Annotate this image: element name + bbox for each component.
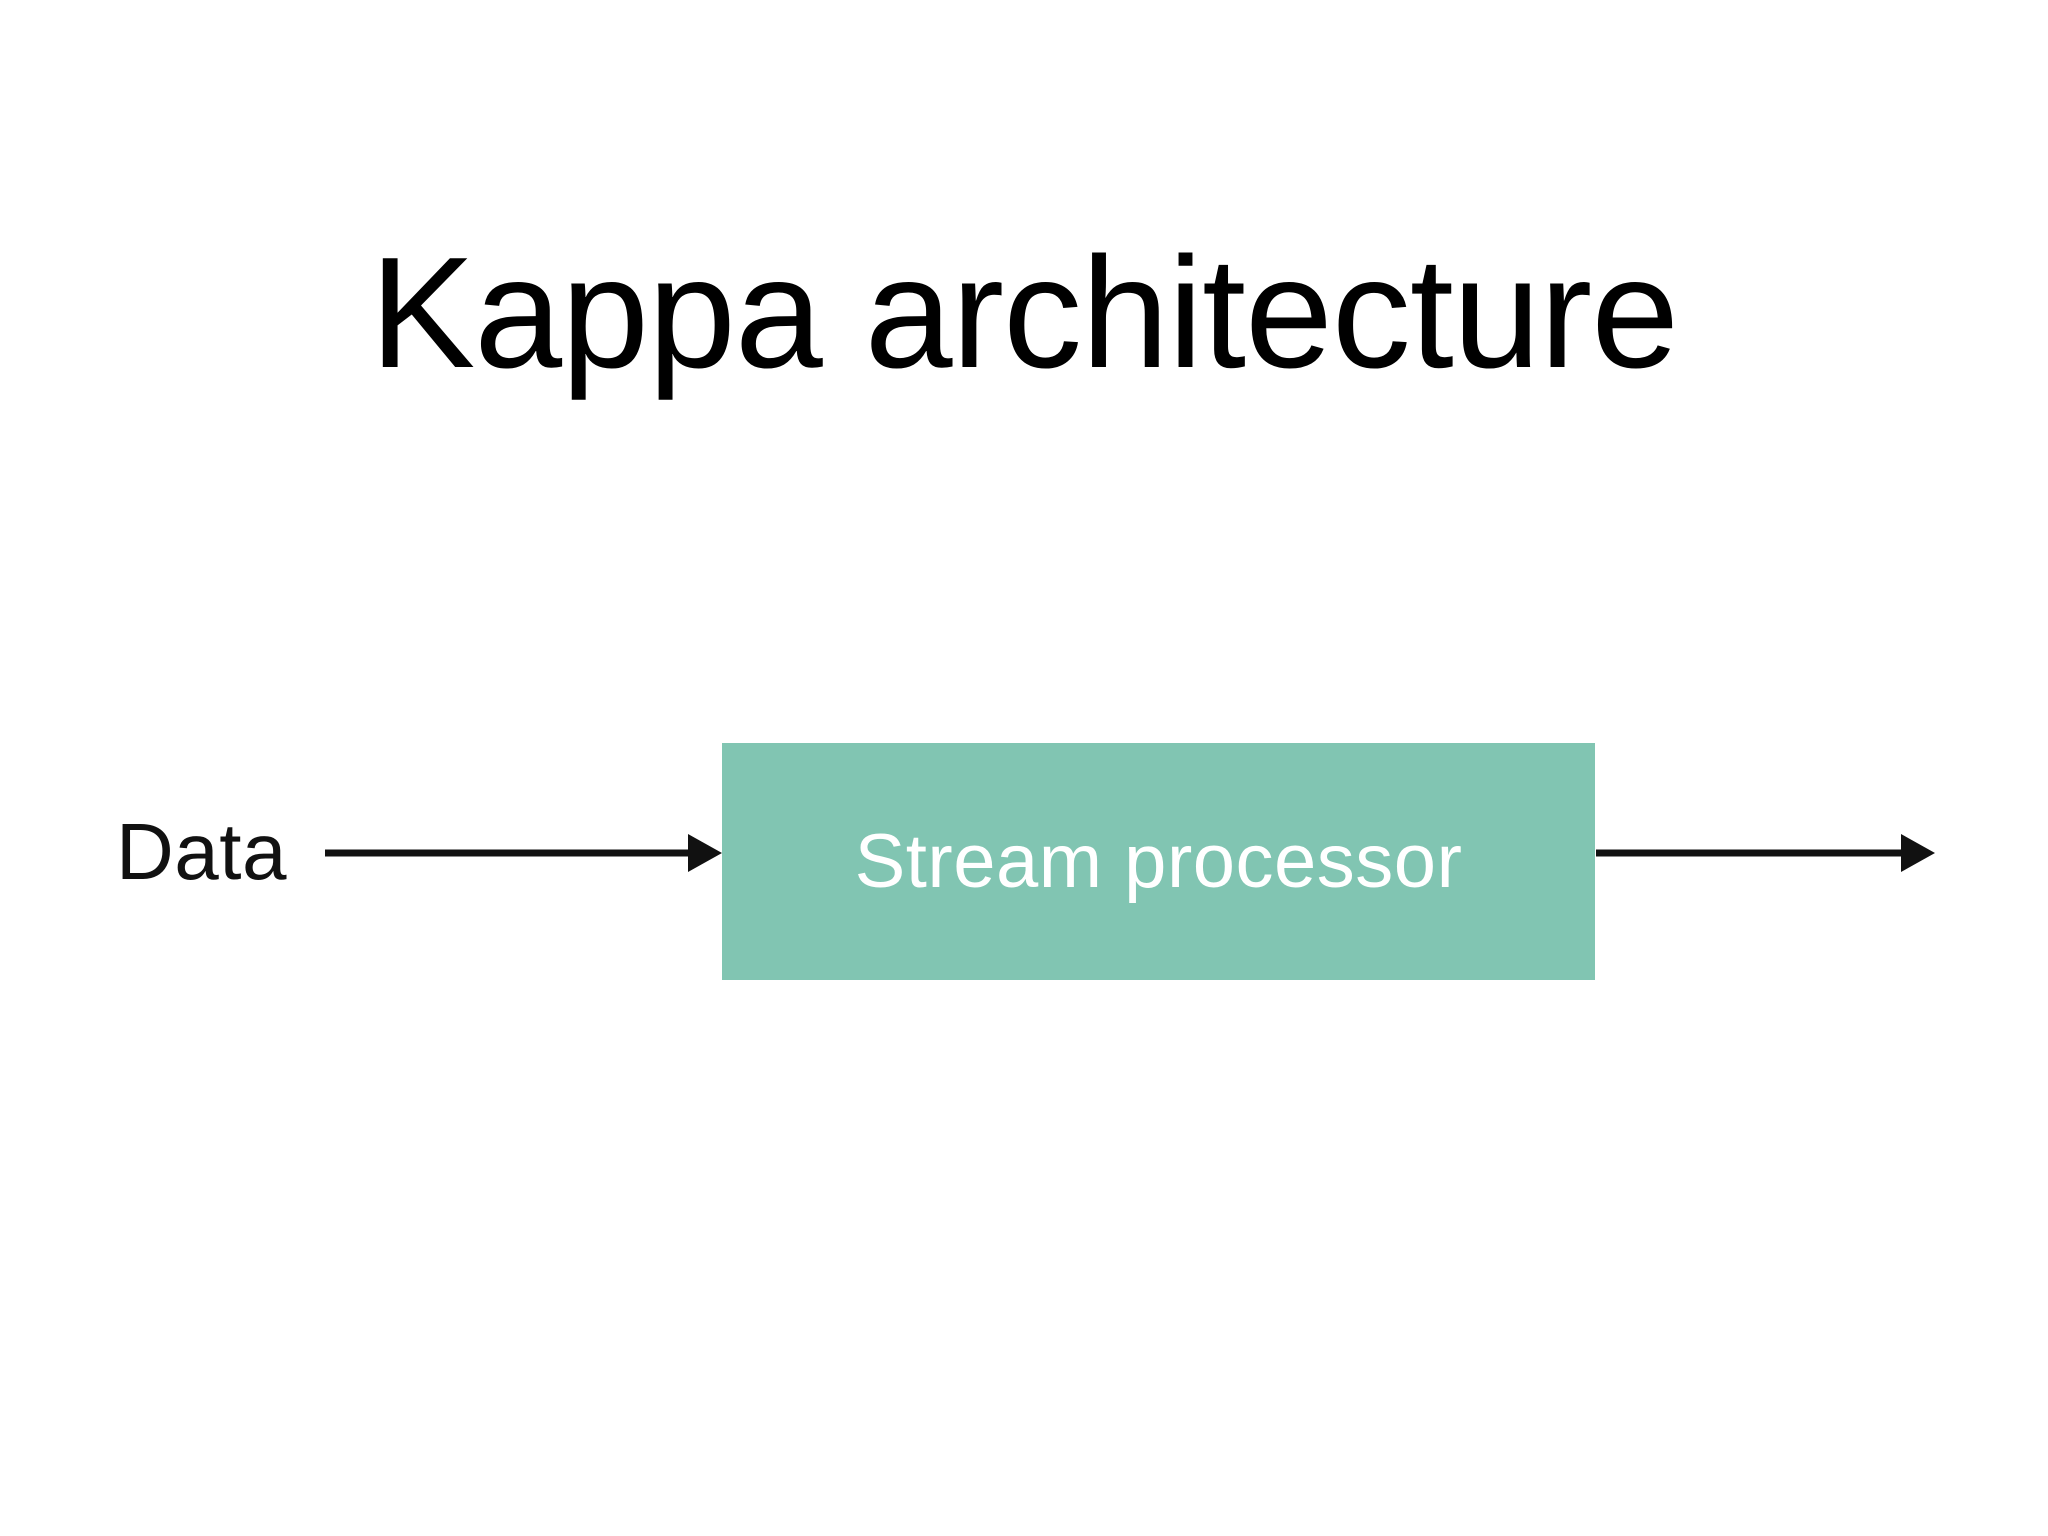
stream-processor-box: Stream processor: [722, 743, 1595, 980]
arrow-processor-to-output: [1596, 833, 1936, 873]
arrow-data-to-processor: [325, 833, 722, 873]
data-source-label: Data: [116, 807, 287, 896]
page-title: Kappa architecture: [369, 224, 1679, 401]
arrow-head-icon: [1901, 834, 1935, 872]
arrow-head-icon: [688, 834, 722, 872]
arrow-shaft: [1596, 849, 1904, 857]
arrow-shaft: [325, 849, 691, 857]
stream-processor-label: Stream processor: [854, 818, 1463, 904]
